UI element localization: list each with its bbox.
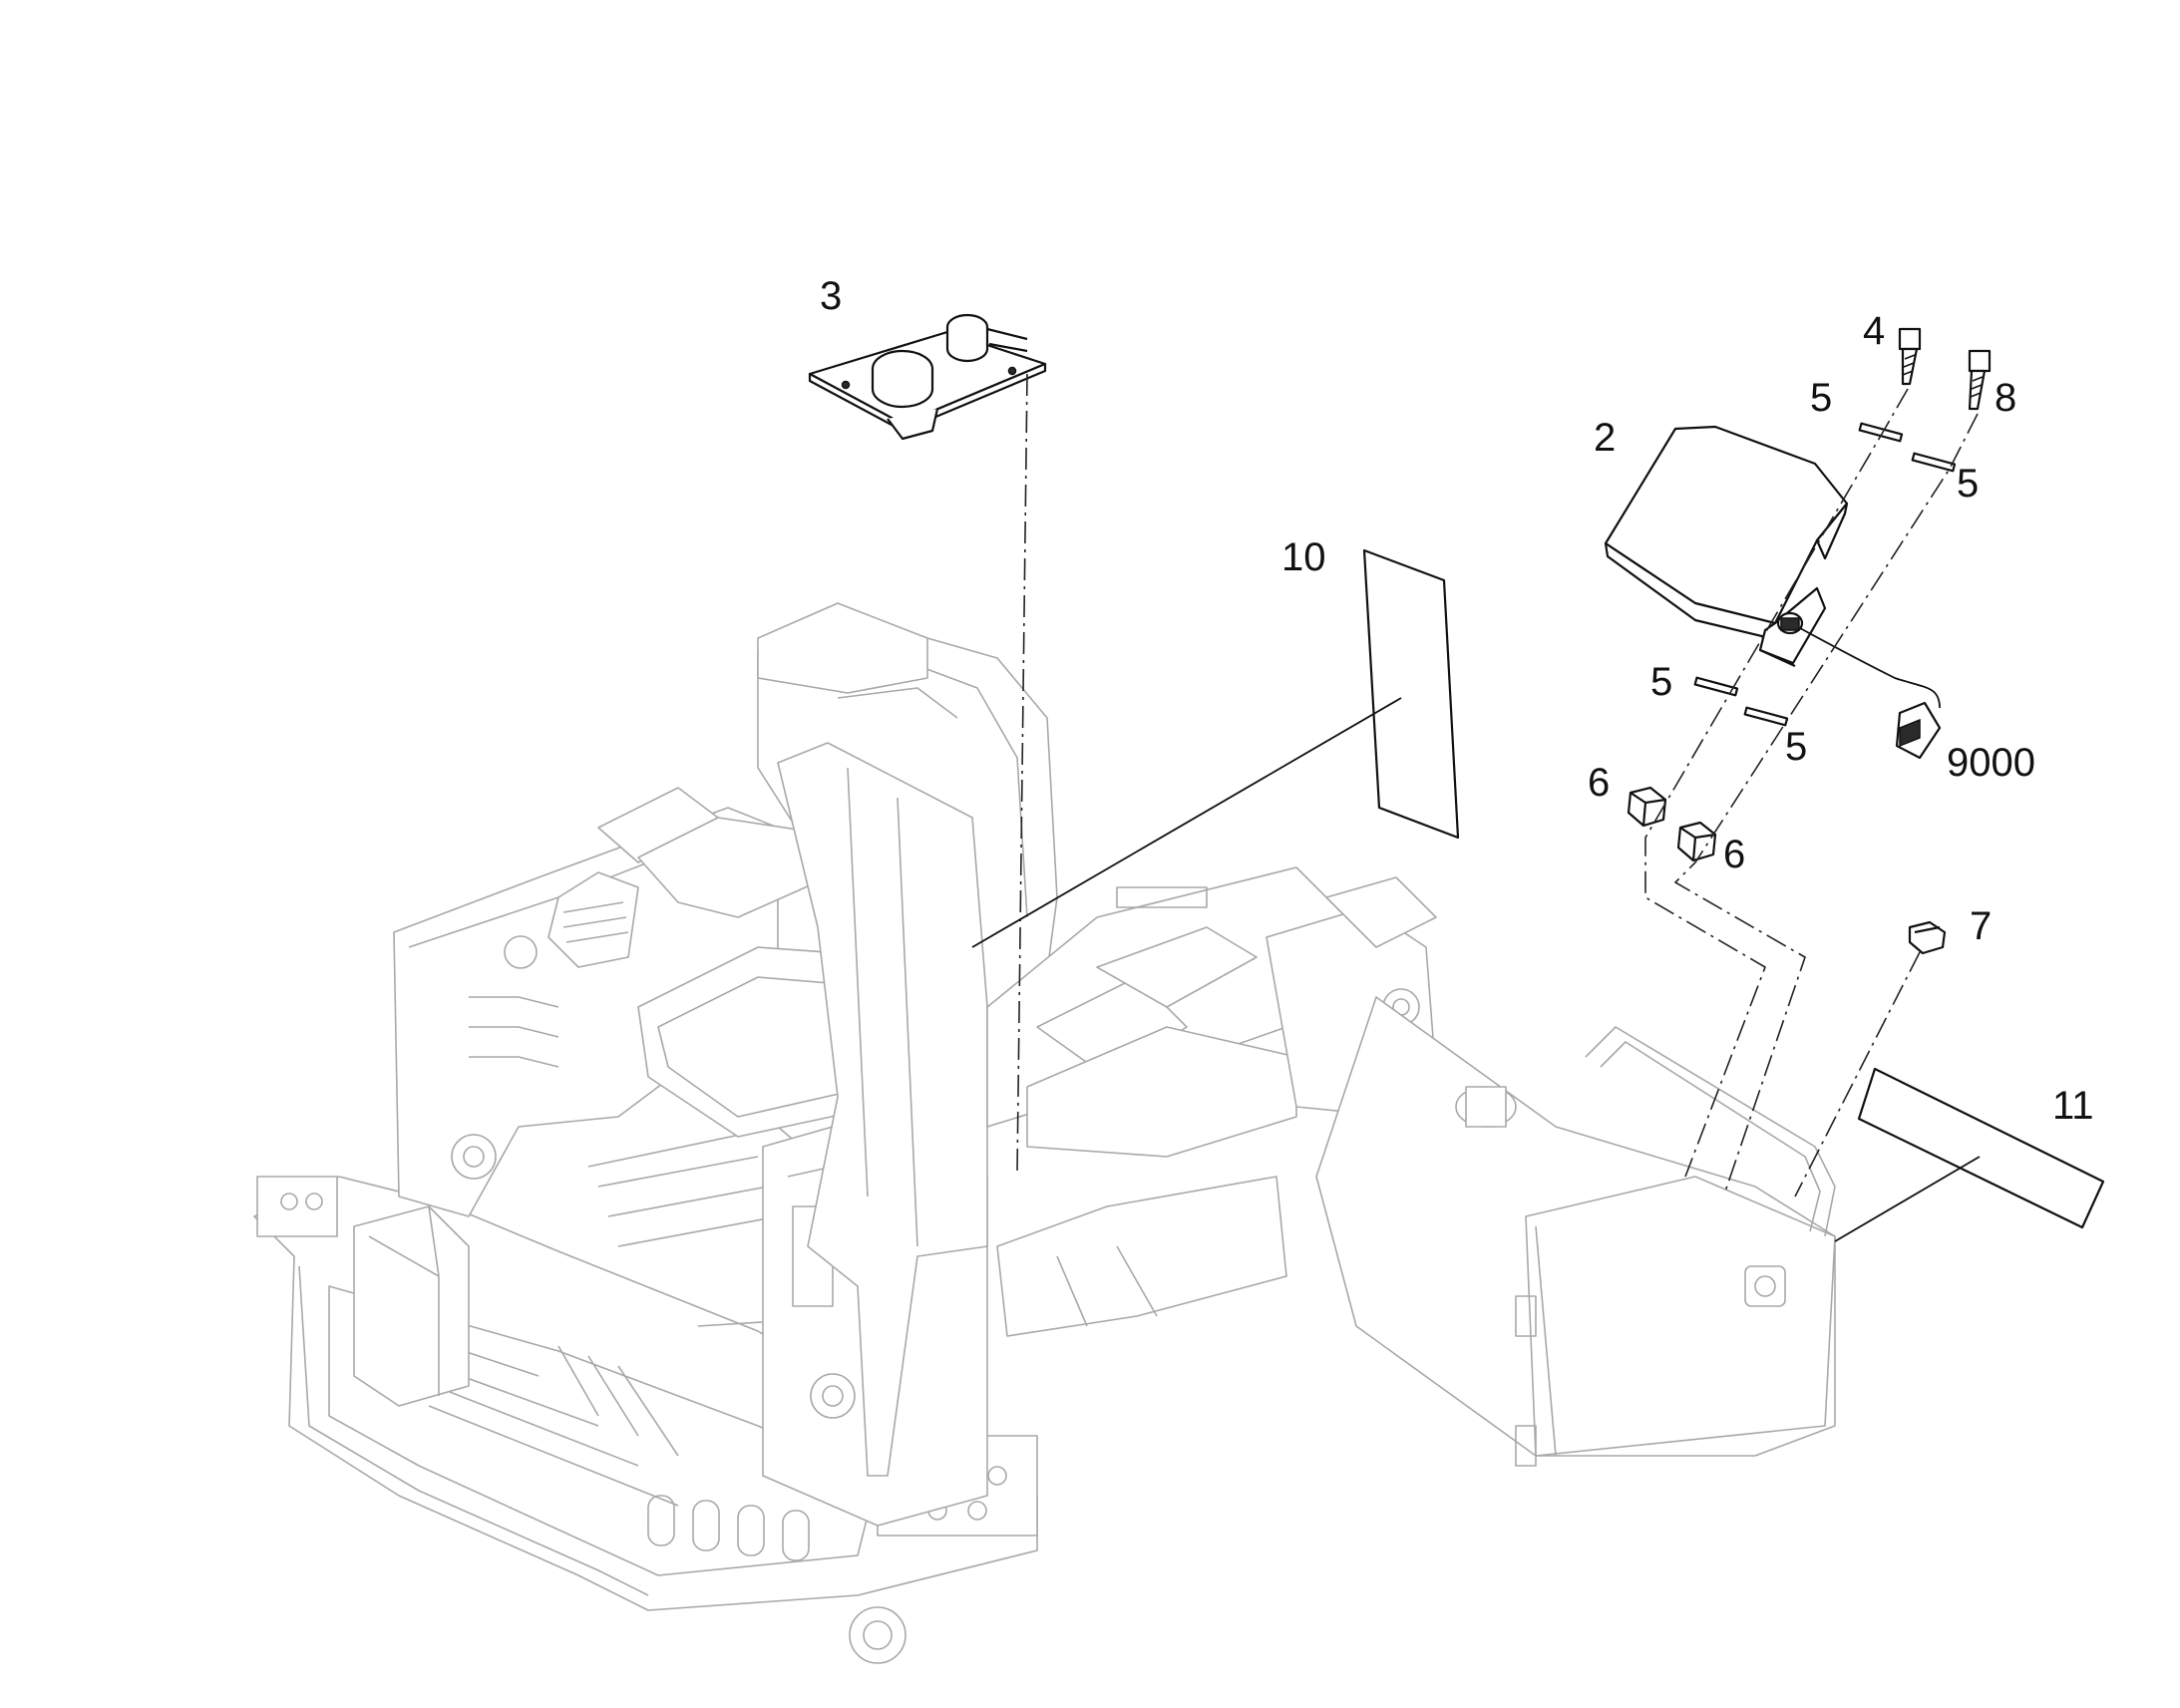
part-6-nut-right [1676, 821, 1717, 862]
callout-11: 11 [2052, 1084, 2094, 1128]
part-6-nut-left [1627, 786, 1667, 828]
part-5-washer-bottom-left [1693, 676, 1739, 697]
callout-4: 4 [1863, 309, 1885, 353]
callout-7: 7 [1970, 904, 1992, 948]
callout-6-left: 6 [1588, 761, 1610, 805]
part-3-switch-panel [808, 313, 1047, 441]
part-5-washer-bottom-right [1743, 706, 1789, 727]
callout-2: 2 [1594, 416, 1616, 460]
assembly-lines [1016, 373, 1979, 1197]
part-4-bolt [1898, 327, 1922, 386]
callout-5-top-left: 5 [1810, 376, 1832, 420]
callout-10: 10 [1281, 535, 1326, 579]
part-11-label [1857, 1067, 2105, 1229]
callout-8: 8 [1995, 376, 2016, 420]
callout-9000: 9000 [1947, 741, 2035, 785]
leader-10 [971, 697, 1402, 948]
part-7-plug [1908, 920, 1947, 955]
callout-3: 3 [820, 274, 842, 318]
part-10-label [1362, 548, 1460, 840]
leader-11 [1834, 1156, 1981, 1242]
part-5-washer-top-left [1858, 422, 1904, 443]
part-5-washer-top-right [1911, 452, 1957, 473]
callout-5-top-right: 5 [1957, 462, 1979, 506]
part-8-bolt [1968, 349, 1992, 411]
machine-body-ghost [253, 602, 1836, 1664]
callout-5-mid-right: 5 [1785, 725, 1807, 769]
part-2-cover [1604, 425, 1942, 760]
callout-6-right: 6 [1723, 833, 1745, 876]
callout-5-mid-left: 5 [1650, 660, 1672, 704]
